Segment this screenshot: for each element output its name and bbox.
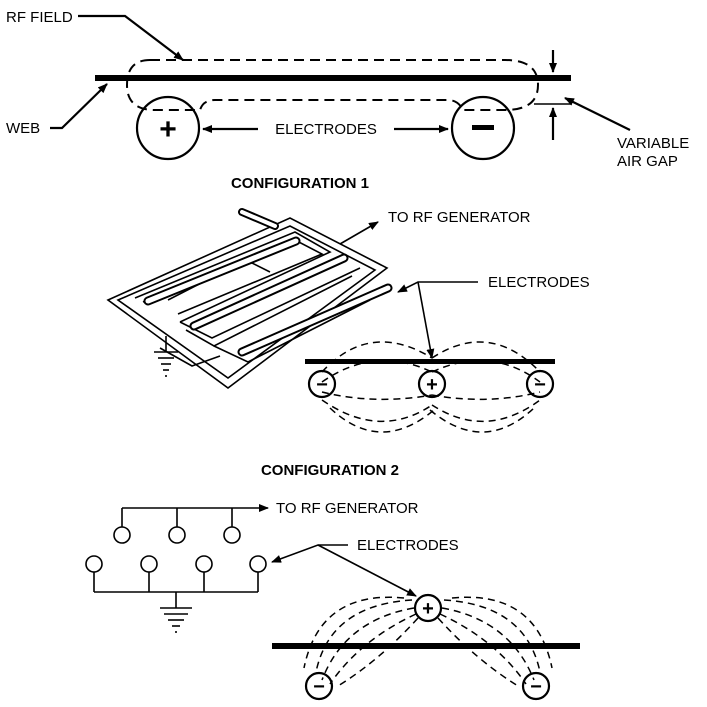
web-sheet-1: [305, 359, 555, 364]
electrodes-label-top: ELECTRODES: [275, 121, 377, 138]
positive-electrode-2: [413, 593, 443, 623]
negative-electrode-2b: [521, 671, 551, 701]
negative-electrode-1a: [307, 369, 337, 399]
field-lines-1: [321, 341, 541, 433]
electrode-plate-inner: [116, 225, 377, 379]
web-arrow: [50, 83, 108, 130]
configuration-2-title: CONFIGURATION 2: [261, 462, 399, 479]
minus-sign-1b: −: [534, 374, 546, 396]
minus-sign-2b: −: [530, 676, 542, 698]
positive-electrode: [135, 95, 201, 161]
electrode-plate-outer: [106, 217, 389, 389]
web-sheet: [95, 75, 571, 81]
to-rf-generator-label-2: TO RF GENERATOR: [276, 500, 419, 517]
configuration-2: TO RF GENERATOR ELECTRODES: [85, 500, 580, 701]
plus-sign-2: +: [422, 598, 434, 620]
serpentine-electrode: [134, 231, 371, 367]
positive-sign: +: [159, 113, 177, 146]
electrodes-label-2: ELECTRODES: [357, 537, 459, 554]
electrodes-pointer-rod: [397, 281, 478, 293]
variable-label: VARIABLE: [617, 135, 689, 152]
negative-electrode: [450, 95, 516, 161]
upper-electrode-bus: [113, 504, 269, 544]
electrodes-pointer-cross-2: [317, 544, 417, 597]
to-rf-generator-label-1: TO RF GENERATOR: [388, 209, 531, 226]
electrode-rods: [143, 208, 393, 357]
lower-electrode-bus: [85, 555, 267, 593]
field-lines-2: [303, 596, 553, 687]
electrodes-label-1: ELECTRODES: [488, 274, 590, 291]
rf-field-envelope: [125, 59, 540, 111]
electrodes-pointer-bus: [271, 544, 348, 563]
air-gap-label: AIR GAP: [617, 153, 678, 170]
minus-sign-1a: −: [316, 374, 328, 396]
ground-symbol-1: [154, 336, 178, 377]
negative-sign: [472, 125, 494, 130]
negative-electrode-2a: [304, 671, 334, 701]
configuration-1-title: CONFIGURATION 1: [231, 175, 369, 192]
ground-symbol-2: [160, 592, 192, 633]
generator-lead-1: [339, 221, 379, 245]
web-sheet-2: [272, 643, 580, 649]
web-label: WEB: [6, 120, 40, 137]
negative-electrode-1b: [525, 369, 555, 399]
rf-field-label: RF FIELD: [6, 9, 73, 26]
positive-electrode-1: [417, 369, 447, 399]
plus-sign-1: +: [426, 374, 438, 396]
air-gap-pointer: [564, 97, 631, 131]
configuration-1: TO RF GENERATOR ELECTRODES: [106, 208, 590, 479]
top-section: RF FIELD + ELECTRODES WEB VARIABLE AIR G…: [6, 9, 689, 192]
rf-field-arrow: [78, 14, 184, 61]
electrodes-pointer-cross: [417, 281, 435, 359]
minus-sign-2a: −: [313, 676, 325, 698]
